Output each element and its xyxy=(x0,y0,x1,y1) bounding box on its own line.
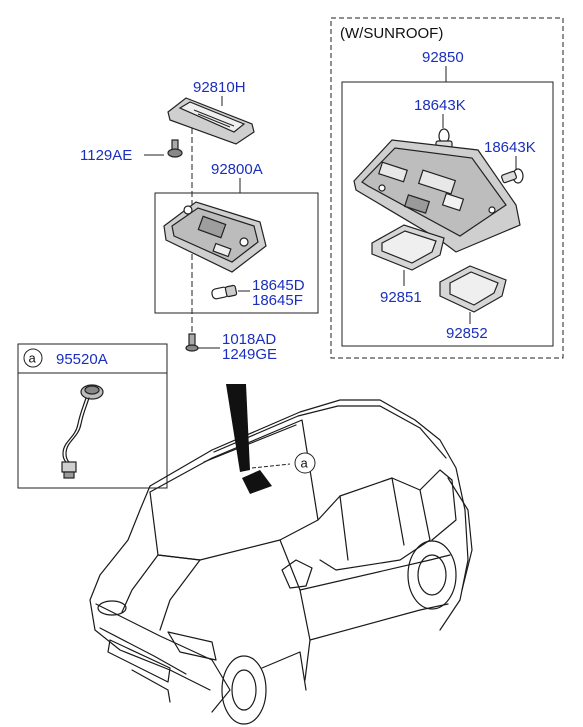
room-lamp-92800A xyxy=(163,201,267,273)
label-18643K-right: 18643K xyxy=(484,139,536,156)
lens-92852 xyxy=(439,265,507,313)
sunroof-group: (W/SUNROOF) 92850 18643K 18643K xyxy=(330,17,564,359)
bulb-18645D xyxy=(211,284,238,300)
lens-92851 xyxy=(371,224,445,271)
ref-a-car-letter: a xyxy=(301,456,309,471)
ref-a-box-letter: a xyxy=(29,351,37,366)
room-lamp-box xyxy=(154,192,319,314)
label-18645F: 18645F xyxy=(252,292,303,309)
sunroof-inner-box xyxy=(341,81,554,347)
roof-sensor xyxy=(242,470,272,494)
ref-a-circle-car xyxy=(294,452,316,474)
label-95520A: 95520A xyxy=(56,351,108,368)
label-1249GE: 1249GE xyxy=(222,346,277,363)
room-lamp-group: 92810H 1129AE 92800A xyxy=(80,79,319,363)
bracket-92810H xyxy=(167,97,255,145)
label-92851: 92851 xyxy=(380,289,422,306)
label-92800A: 92800A xyxy=(211,161,263,178)
overhead-console-92850 xyxy=(353,139,521,253)
sunroof-title: (W/SUNROOF) xyxy=(340,25,443,42)
label-1129AE: 1129AE xyxy=(80,147,132,164)
label-18643K-upper: 18643K xyxy=(414,97,466,114)
screw-1129AE xyxy=(167,139,183,158)
label-92810H: 92810H xyxy=(193,79,246,96)
sensor-95520A xyxy=(61,384,104,479)
screw-1018AD xyxy=(185,333,199,352)
pointer-wedge xyxy=(226,384,250,472)
sensor-box xyxy=(17,343,168,489)
car-illustration: a xyxy=(89,384,473,725)
label-92852: 92852 xyxy=(446,325,488,342)
sensor-harness-group: a 95520A xyxy=(17,343,168,489)
label-1018AD: 1018AD xyxy=(222,331,276,348)
label-92850: 92850 xyxy=(422,49,464,66)
ref-a-circle-box xyxy=(23,348,43,368)
sunroof-dashed-box xyxy=(330,17,564,359)
bulb-18643K-right xyxy=(501,168,524,184)
label-18645D: 18645D xyxy=(252,277,305,294)
